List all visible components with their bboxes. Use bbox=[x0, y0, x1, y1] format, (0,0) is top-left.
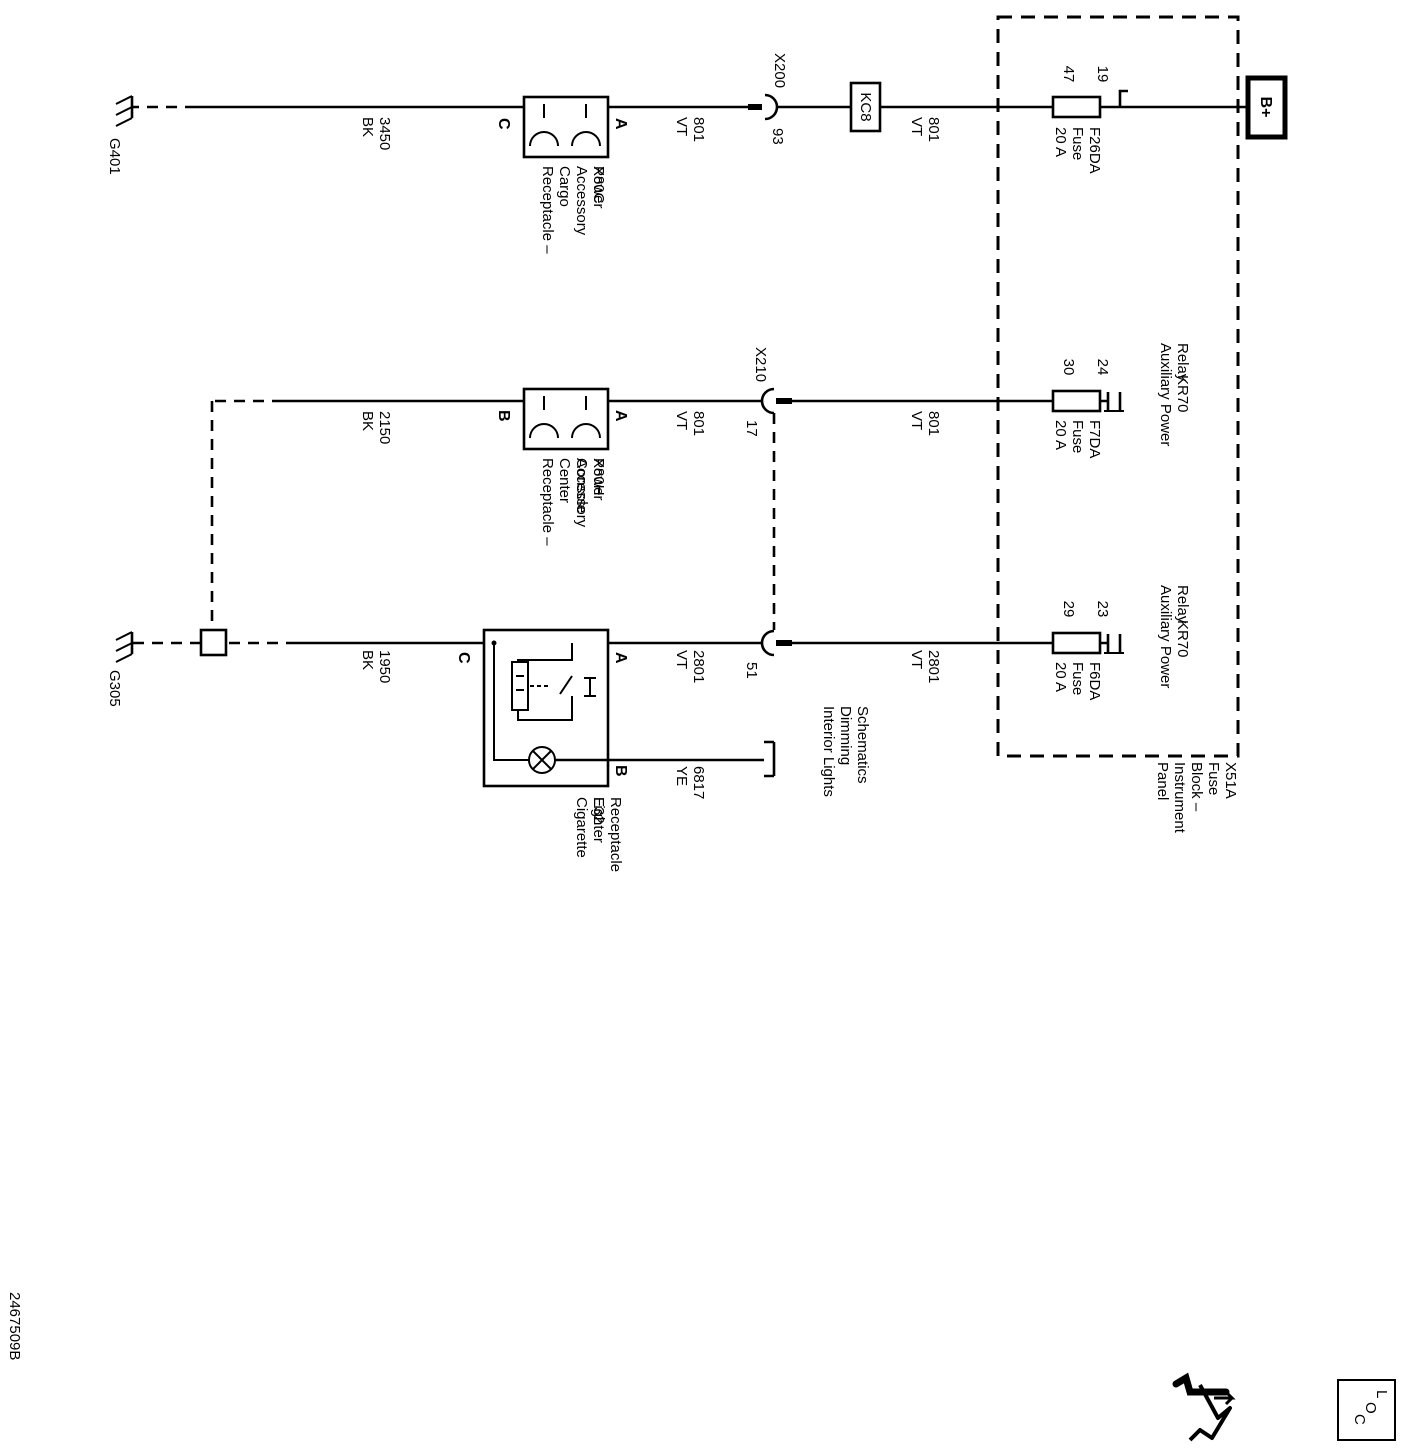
x80h-pin-b: B bbox=[495, 410, 512, 422]
wire-801-upper-color: VT bbox=[908, 117, 925, 136]
x200-pin: 93 bbox=[769, 128, 786, 145]
wire-3450-color: BK bbox=[359, 117, 376, 137]
wire-801-c2-upper-color: VT bbox=[908, 411, 925, 430]
wire-3450-number: 3450 bbox=[376, 117, 393, 150]
diagram-id: 2467509B bbox=[6, 1292, 23, 1360]
f6da-type: Fuse bbox=[1069, 662, 1086, 695]
ground-g401-label: G401 bbox=[106, 138, 123, 175]
f26da-name: F26DA bbox=[1086, 127, 1103, 174]
x210-pin: 17 bbox=[743, 420, 760, 437]
wire-2150-color: BK bbox=[359, 411, 376, 431]
connector-51-pin: 51 bbox=[743, 662, 760, 679]
wire-801-lower-number: 801 bbox=[690, 117, 707, 142]
x80h-desc-2: Receptacle –CenterConsole bbox=[539, 458, 590, 546]
kr70-relay-desc-2: Auxiliary PowerRelay bbox=[1157, 585, 1191, 688]
wire-801-c2-lower-color: VT bbox=[673, 411, 690, 430]
kc8-device bbox=[849, 81, 882, 133]
splice-box bbox=[199, 628, 228, 657]
wire-801-upper-number: 801 bbox=[925, 117, 942, 142]
svg-text:C: C bbox=[1351, 1414, 1368, 1425]
wrench-and-arrows-icon bbox=[1172, 1372, 1236, 1442]
wire-2150-number: 2150 bbox=[376, 411, 393, 444]
f26da-pin-in: 19 bbox=[1094, 66, 1111, 83]
receptacle-x80h bbox=[522, 387, 610, 451]
x80c-pin-a: A bbox=[612, 118, 629, 130]
svg-text:L: L bbox=[1373, 1390, 1390, 1398]
e32-pin-b: B bbox=[612, 765, 629, 777]
x80h-name: X80H bbox=[590, 458, 607, 496]
f6da-pin-out: 29 bbox=[1060, 601, 1077, 618]
supply-label: B+ bbox=[1257, 97, 1274, 118]
x80h-desc: AccessoryPower bbox=[573, 458, 607, 528]
ground-g305-symbol bbox=[115, 631, 134, 663]
f26da-rating: 20 A bbox=[1052, 127, 1069, 157]
fuse-f6da bbox=[1051, 631, 1102, 655]
f26da-pin-out: 47 bbox=[1060, 66, 1077, 83]
fuse-f26da bbox=[1051, 95, 1102, 119]
cigarette-lighter-e32 bbox=[482, 628, 610, 788]
ground-g401-symbol bbox=[115, 95, 134, 127]
f7da-pin-in: 24 bbox=[1094, 359, 1111, 376]
wire-801-c2-upper-number: 801 bbox=[925, 411, 942, 436]
wire-2801-upper-number: 2801 bbox=[925, 650, 942, 683]
x80c-desc: AccessoryPower bbox=[573, 166, 607, 236]
f26da-type: Fuse bbox=[1069, 127, 1086, 160]
wire-1950-color: BK bbox=[359, 650, 376, 670]
kc8-label: KC8 bbox=[857, 92, 874, 121]
x200-label: X200 bbox=[771, 53, 788, 88]
f7da-rating: 20 A bbox=[1052, 420, 1069, 450]
f6da-rating: 20 A bbox=[1052, 662, 1069, 692]
dimming-ref: Interior LightsDimmingSchematics bbox=[820, 706, 871, 797]
kr70-relay-label-2: KR70 bbox=[1174, 620, 1191, 658]
fuse-block-label: X51AFuseBlock –InstrumentPanel bbox=[1154, 762, 1239, 834]
wire-6817-color: YE bbox=[673, 766, 690, 786]
e32-pin-a: A bbox=[612, 652, 629, 664]
x80c-pin-c: C bbox=[495, 118, 512, 130]
f6da-name: F6DA bbox=[1086, 662, 1103, 700]
f6da-pin-in: 23 bbox=[1094, 601, 1111, 618]
connector-x210 bbox=[760, 387, 775, 415]
wire-2801-upper-color: VT bbox=[908, 650, 925, 669]
loc-legend-box: L O C bbox=[1337, 1379, 1396, 1441]
connector-x200 bbox=[764, 93, 779, 121]
f7da-pin-out: 30 bbox=[1060, 359, 1077, 376]
wire-801-lower-color: VT bbox=[673, 117, 690, 136]
ground-g305-label: G305 bbox=[106, 670, 123, 707]
kr70-relay-label-1: KR70 bbox=[1174, 375, 1191, 413]
wire-2801-lower-color: VT bbox=[673, 650, 690, 669]
x80h-pin-a: A bbox=[612, 410, 629, 422]
e32-name: E32 bbox=[590, 797, 607, 824]
fuse-f7da bbox=[1051, 389, 1102, 413]
e32-pin-c: C bbox=[455, 652, 472, 664]
fuse-block-outline bbox=[996, 15, 1240, 758]
f7da-type: Fuse bbox=[1069, 420, 1086, 453]
battery-supply: B+ bbox=[1245, 75, 1288, 140]
kr70-relay-desc-1: Auxiliary PowerRelay bbox=[1157, 343, 1191, 446]
x80c-name: X80C bbox=[590, 166, 607, 204]
wire-2801-lower-number: 2801 bbox=[690, 650, 707, 683]
receptacle-x80c bbox=[522, 95, 610, 159]
connector-51 bbox=[760, 629, 775, 657]
wire-1950-number: 1950 bbox=[376, 650, 393, 683]
wire-6817-number: 6817 bbox=[690, 766, 707, 799]
f7da-name: F7DA bbox=[1086, 420, 1103, 458]
x210-label: X210 bbox=[752, 347, 769, 382]
e32-desc: CigaretteLighterReceptacle bbox=[573, 797, 624, 872]
dimming-connector bbox=[764, 740, 776, 778]
svg-text:O: O bbox=[1362, 1402, 1379, 1414]
wire-801-c2-lower-number: 801 bbox=[690, 411, 707, 436]
x80c-desc-2: Receptacle –Cargo bbox=[539, 166, 573, 254]
